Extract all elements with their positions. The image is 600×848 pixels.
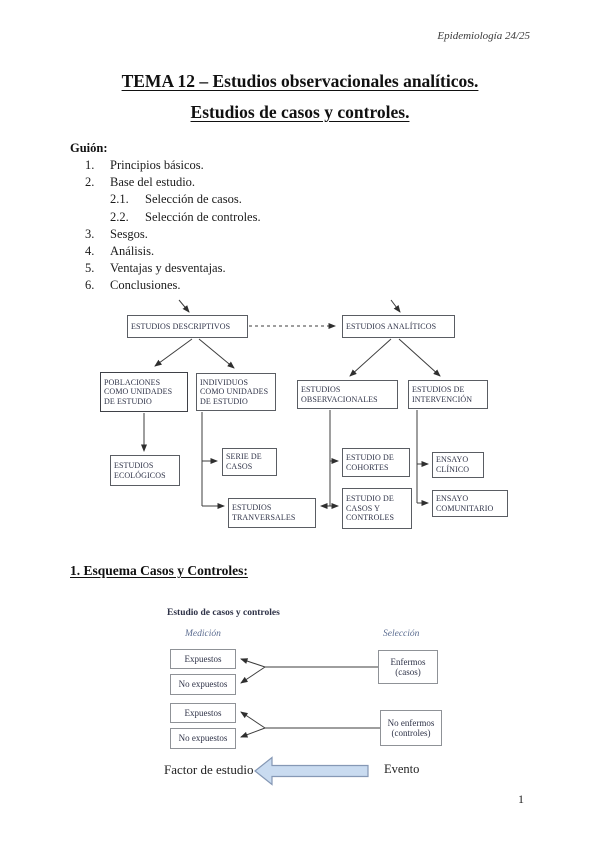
- measurement-label: Medición: [185, 629, 221, 639]
- flowchart-box-cohortes: ESTUDIO DE COHORTES: [342, 448, 410, 477]
- flowchart-box-estudios-analiticos: ESTUDIOS ANALÍTICOS: [342, 315, 455, 338]
- list-item: 2. Base del estudio.: [70, 175, 400, 192]
- arrow-controls-to-expuestos: [240, 711, 266, 729]
- diagram-box-enfermos-line2: (casos): [395, 667, 421, 677]
- arrow-to-poblaciones: [154, 338, 193, 367]
- section-heading: 1. Esquema Casos y Controles:: [70, 563, 248, 578]
- selection-label: Selección: [383, 629, 420, 639]
- list-item-number: 2.: [85, 175, 95, 190]
- flowchart-box-transversales: ESTUDIOS TRANVERSALES: [228, 498, 316, 528]
- flowchart-box-intervencion: ESTUDIOS DE INTERVENCIÓN: [408, 380, 488, 409]
- diagram-box-enfermos-line1: Enfermos: [390, 656, 426, 667]
- page-number: 1: [518, 792, 524, 806]
- list-item-label: Principios básicos.: [110, 158, 204, 172]
- flowchart-box-observacionales: ESTUDIOS OBSERVACIONALES: [297, 380, 398, 409]
- list-item: 3. Sesgos.: [70, 227, 400, 244]
- list-item-number: 4.: [85, 243, 95, 258]
- list-item-number: 2.2.: [110, 209, 129, 224]
- arrow-cases-to-no-expuestos: [240, 666, 266, 684]
- list-item-label: Base del estudio.: [110, 175, 196, 190]
- list-item-label: Selección de controles.: [145, 209, 261, 224]
- diagram-box-controles-line1: No enfermos: [387, 717, 435, 728]
- flowchart-box-poblaciones: POBLACIONES COMO UNIDADES DE ESTUDIO: [100, 372, 188, 412]
- list-item: 2.2. Selección de controles.: [70, 210, 400, 227]
- diagram-box-no-expuestos-controls: No expuestos: [170, 728, 236, 749]
- page-header-course: Epidemiología 24/25: [437, 30, 530, 42]
- diagram-box-no-expuestos-cases: No expuestos: [170, 674, 236, 695]
- list-item-number: 3.: [85, 226, 95, 241]
- list-item: 1. Principios básicos.: [70, 158, 400, 175]
- document-title-line1: TEMA 12 – Estudios observacionales analí…: [121, 71, 479, 91]
- list-item-number: 5.: [85, 261, 95, 276]
- arrow-to-observacionales: [349, 338, 392, 377]
- arrow-cases-to-expuestos: [240, 658, 266, 668]
- flowchart-box-ensayo-comunitario: ENSAYO COMUNITARIO: [432, 490, 508, 517]
- big-left-arrow-icon: [254, 756, 369, 786]
- list-item-number: 1.: [85, 158, 95, 172]
- flowchart-box-ensayo-clinico: ENSAYO CLÍNICO: [432, 452, 484, 478]
- list-item: 5. Ventajas y desventajas.: [70, 261, 400, 278]
- list-item-number: 6.: [85, 278, 95, 293]
- arrow-controls-to-no-expuestos: [240, 727, 266, 738]
- factor-de-estudio-label: Factor de estudio: [164, 762, 254, 777]
- arrow-into-descriptivos: [178, 299, 190, 313]
- outline-list: 1. Principios básicos. 2. Base del estud…: [70, 158, 400, 296]
- case-control-arrows: [240, 658, 380, 738]
- document-title-line2: Estudios de casos y controles.: [190, 102, 410, 122]
- arrow-to-intervencion: [398, 338, 441, 377]
- list-item: 4. Análisis.: [70, 244, 400, 261]
- document-title: TEMA 12 – Estudios observacionales analí…: [0, 66, 600, 128]
- evento-label: Evento: [384, 762, 420, 776]
- flowchart-box-serie-casos: SERIE DE CASOS: [222, 448, 277, 476]
- flowchart-box-ecologicos: ESTUDIOS ECOLÓGICOS: [110, 455, 180, 486]
- list-item-label: Conclusiones.: [110, 278, 181, 293]
- list-item-label: Análisis.: [110, 243, 155, 258]
- list-item-label: Selección de casos.: [145, 192, 242, 207]
- diagram-box-enfermos-casos: Enfermos (casos): [378, 650, 438, 684]
- case-control-diagram-title: Estudio de casos y controles: [167, 608, 280, 618]
- diagram-box-no-enfermos-controles: No enfermos (controles): [380, 710, 442, 746]
- diagram-box-expuestos-cases: Expuestos: [170, 649, 236, 669]
- arrow-into-analiticos: [390, 299, 401, 313]
- diagram-box-controles-line2: (controles): [391, 728, 431, 738]
- flowchart-box-estudios-descriptivos: ESTUDIOS DESCRIPTIVOS: [127, 315, 248, 338]
- flowchart-box-casos-controles: ESTUDIO DE CASOS Y CONTROLES: [342, 488, 412, 529]
- list-item-label: Sesgos.: [110, 226, 148, 241]
- flowchart-box-individuos: INDIVIDUOS COMO UNIDADES DE ESTUDIO: [196, 373, 276, 411]
- list-item: 6. Conclusiones.: [70, 278, 400, 295]
- list-item-number: 2.1.: [110, 192, 129, 207]
- diagram-box-expuestos-controls: Expuestos: [170, 703, 236, 723]
- outline-heading: Guión:: [70, 141, 108, 155]
- list-item: 2.1. Selección de casos.: [70, 192, 400, 209]
- list-item-label: Ventajas y desventajas.: [110, 261, 226, 276]
- arrow-to-individuos: [198, 338, 235, 369]
